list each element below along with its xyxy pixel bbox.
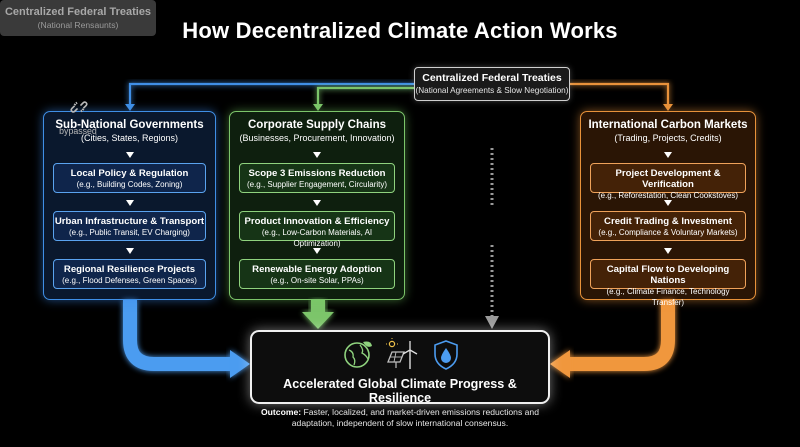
outcome-note-text: Faster, localized, and market-driven emi…	[291, 407, 539, 428]
bypassed-label: bypassed	[59, 126, 97, 136]
column-bypassed-treaties: Centralized Federal Treaties (National R…	[0, 0, 156, 189]
column-title: Sub-National Governments	[55, 119, 204, 131]
step-box: Scope 3 Emissions Reduction (e.g., Suppl…	[239, 163, 395, 193]
step-title: Local Policy & Regulation	[70, 168, 189, 179]
shield-drop-icon	[434, 340, 458, 370]
step-box: Capital Flow to Developing Nations (e.g.…	[590, 259, 746, 307]
step-subtitle: (e.g., Public Transit, EV Charging)	[69, 228, 190, 237]
step-title: Regional Resilience Projects	[63, 264, 196, 275]
treaty-subtitle: (National Agreements & Slow Negotiation)	[415, 86, 569, 95]
step-box: Regional Resilience Projects (e.g., Floo…	[53, 259, 206, 289]
step-arrow-icon	[125, 152, 134, 158]
step-box: Renewable Energy Adoption (e.g., On-site…	[239, 259, 395, 289]
outcome-note-prefix: Outcome:	[261, 407, 302, 417]
bypassed-header: Centralized Federal Treaties (National R…	[0, 0, 156, 36]
step-arrow-icon	[313, 248, 321, 254]
outcome-label: Accelerated Global Climate Progress & Re…	[283, 377, 517, 405]
column-corporate-supply-chains: Corporate Supply Chains (Businesses, Pro…	[229, 111, 405, 300]
blue-flow-arrowhead	[230, 350, 250, 378]
step-arrow-icon	[313, 152, 321, 158]
step-arrow-icon	[313, 200, 321, 206]
column-title: Corporate Supply Chains	[247, 119, 387, 131]
step-box: Credit Trading & Investment (e.g., Compl…	[590, 211, 746, 241]
step-box: Product Innovation & Efficiency (e.g., L…	[239, 211, 395, 248]
column-subtitle: (Cities, States, Regions)	[80, 133, 179, 143]
step-title: Renewable Energy Adoption	[252, 264, 382, 275]
step-arrow-icon	[664, 248, 672, 254]
column-sub-national-governments: Sub-National Governments (Cities, States…	[43, 111, 216, 300]
column-subtitle: (Businesses, Procurement, Innovation)	[239, 133, 395, 143]
treaty-to-orange-arrow	[663, 104, 673, 111]
column-title: International Carbon Markets	[588, 119, 748, 131]
step-title: Credit Trading & Investment	[604, 216, 732, 227]
orange-flow-to-outcome	[568, 300, 675, 371]
step-box: Project Development & Verification (e.g.…	[590, 163, 746, 200]
bypassed-title: Centralized Federal Treaties	[4, 6, 152, 18]
bypassed-subtitle: (National Rensaunts)	[37, 20, 119, 30]
treaty-to-blue-arrow	[125, 104, 135, 111]
step-title: Scope 3 Emissions Reduction	[248, 168, 386, 179]
outcome-box: Accelerated Global Climate Progress & Re…	[250, 330, 550, 405]
column-subtitle: (Trading, Projects, Credits)	[614, 133, 722, 143]
bypass-arrowhead	[485, 316, 499, 329]
step-subtitle: (e.g., Building Codes, Zoning)	[76, 180, 183, 189]
step-arrow-icon	[664, 152, 672, 158]
step-subtitle: (e.g., Compliance & Voluntary Markets)	[598, 228, 738, 237]
page-title: How Decentralized Climate Action Works	[182, 18, 618, 43]
step-title: Capital Flow to Developing Nations	[606, 264, 730, 286]
step-subtitle: (e.g., Climate Finance, Technology Trans…	[606, 287, 730, 307]
step-subtitle: (e.g., Reforestation, Clean Cookstoves)	[597, 191, 739, 200]
green-flow-arrowhead	[302, 312, 334, 329]
step-arrow-icon	[664, 200, 672, 206]
outcome-icon-row	[344, 338, 458, 370]
step-arrow-icon	[125, 248, 134, 254]
solar-wind-icon	[386, 338, 418, 369]
step-arrow-icon	[125, 200, 134, 206]
treaty-to-blue-line	[128, 82, 414, 108]
step-subtitle: (e.g., Low-Carbon Materials, AI Optimiza…	[261, 228, 373, 248]
column-international-carbon-markets: International Carbon Markets (Trading, P…	[580, 111, 756, 307]
treaty-to-green-line	[316, 86, 414, 108]
orange-flow-arrowhead	[550, 350, 570, 378]
step-subtitle: (e.g., Supplier Engagement, Circularity)	[246, 180, 388, 189]
step-subtitle: (e.g., Flood Defenses, Green Spaces)	[62, 276, 197, 285]
treaty-to-green-arrow	[313, 104, 323, 111]
treaty-to-orange-line	[570, 82, 670, 108]
step-title: Project Development & Verification	[615, 168, 721, 190]
broken-link-icon	[70, 101, 88, 113]
step-subtitle: (e.g., On-site Solar, PPAs)	[270, 276, 364, 285]
step-box: Local Policy & Regulation (e.g., Buildin…	[53, 163, 206, 193]
blue-flow-to-outcome	[123, 300, 232, 371]
treaty-title: Centralized Federal Treaties	[422, 72, 562, 84]
green-flow-shaft	[311, 300, 325, 314]
globe-leaf-icon	[344, 341, 372, 368]
centralized-treaties-box: Centralized Federal Treaties (National A…	[414, 67, 570, 101]
outcome-note: Outcome: Faster, localized, and market-d…	[240, 407, 560, 429]
step-title: Product Innovation & Efficiency	[244, 216, 390, 227]
step-box: Urban Infrastructure & Transport (e.g., …	[53, 211, 206, 241]
step-title: Urban Infrastructure & Transport	[54, 216, 205, 227]
